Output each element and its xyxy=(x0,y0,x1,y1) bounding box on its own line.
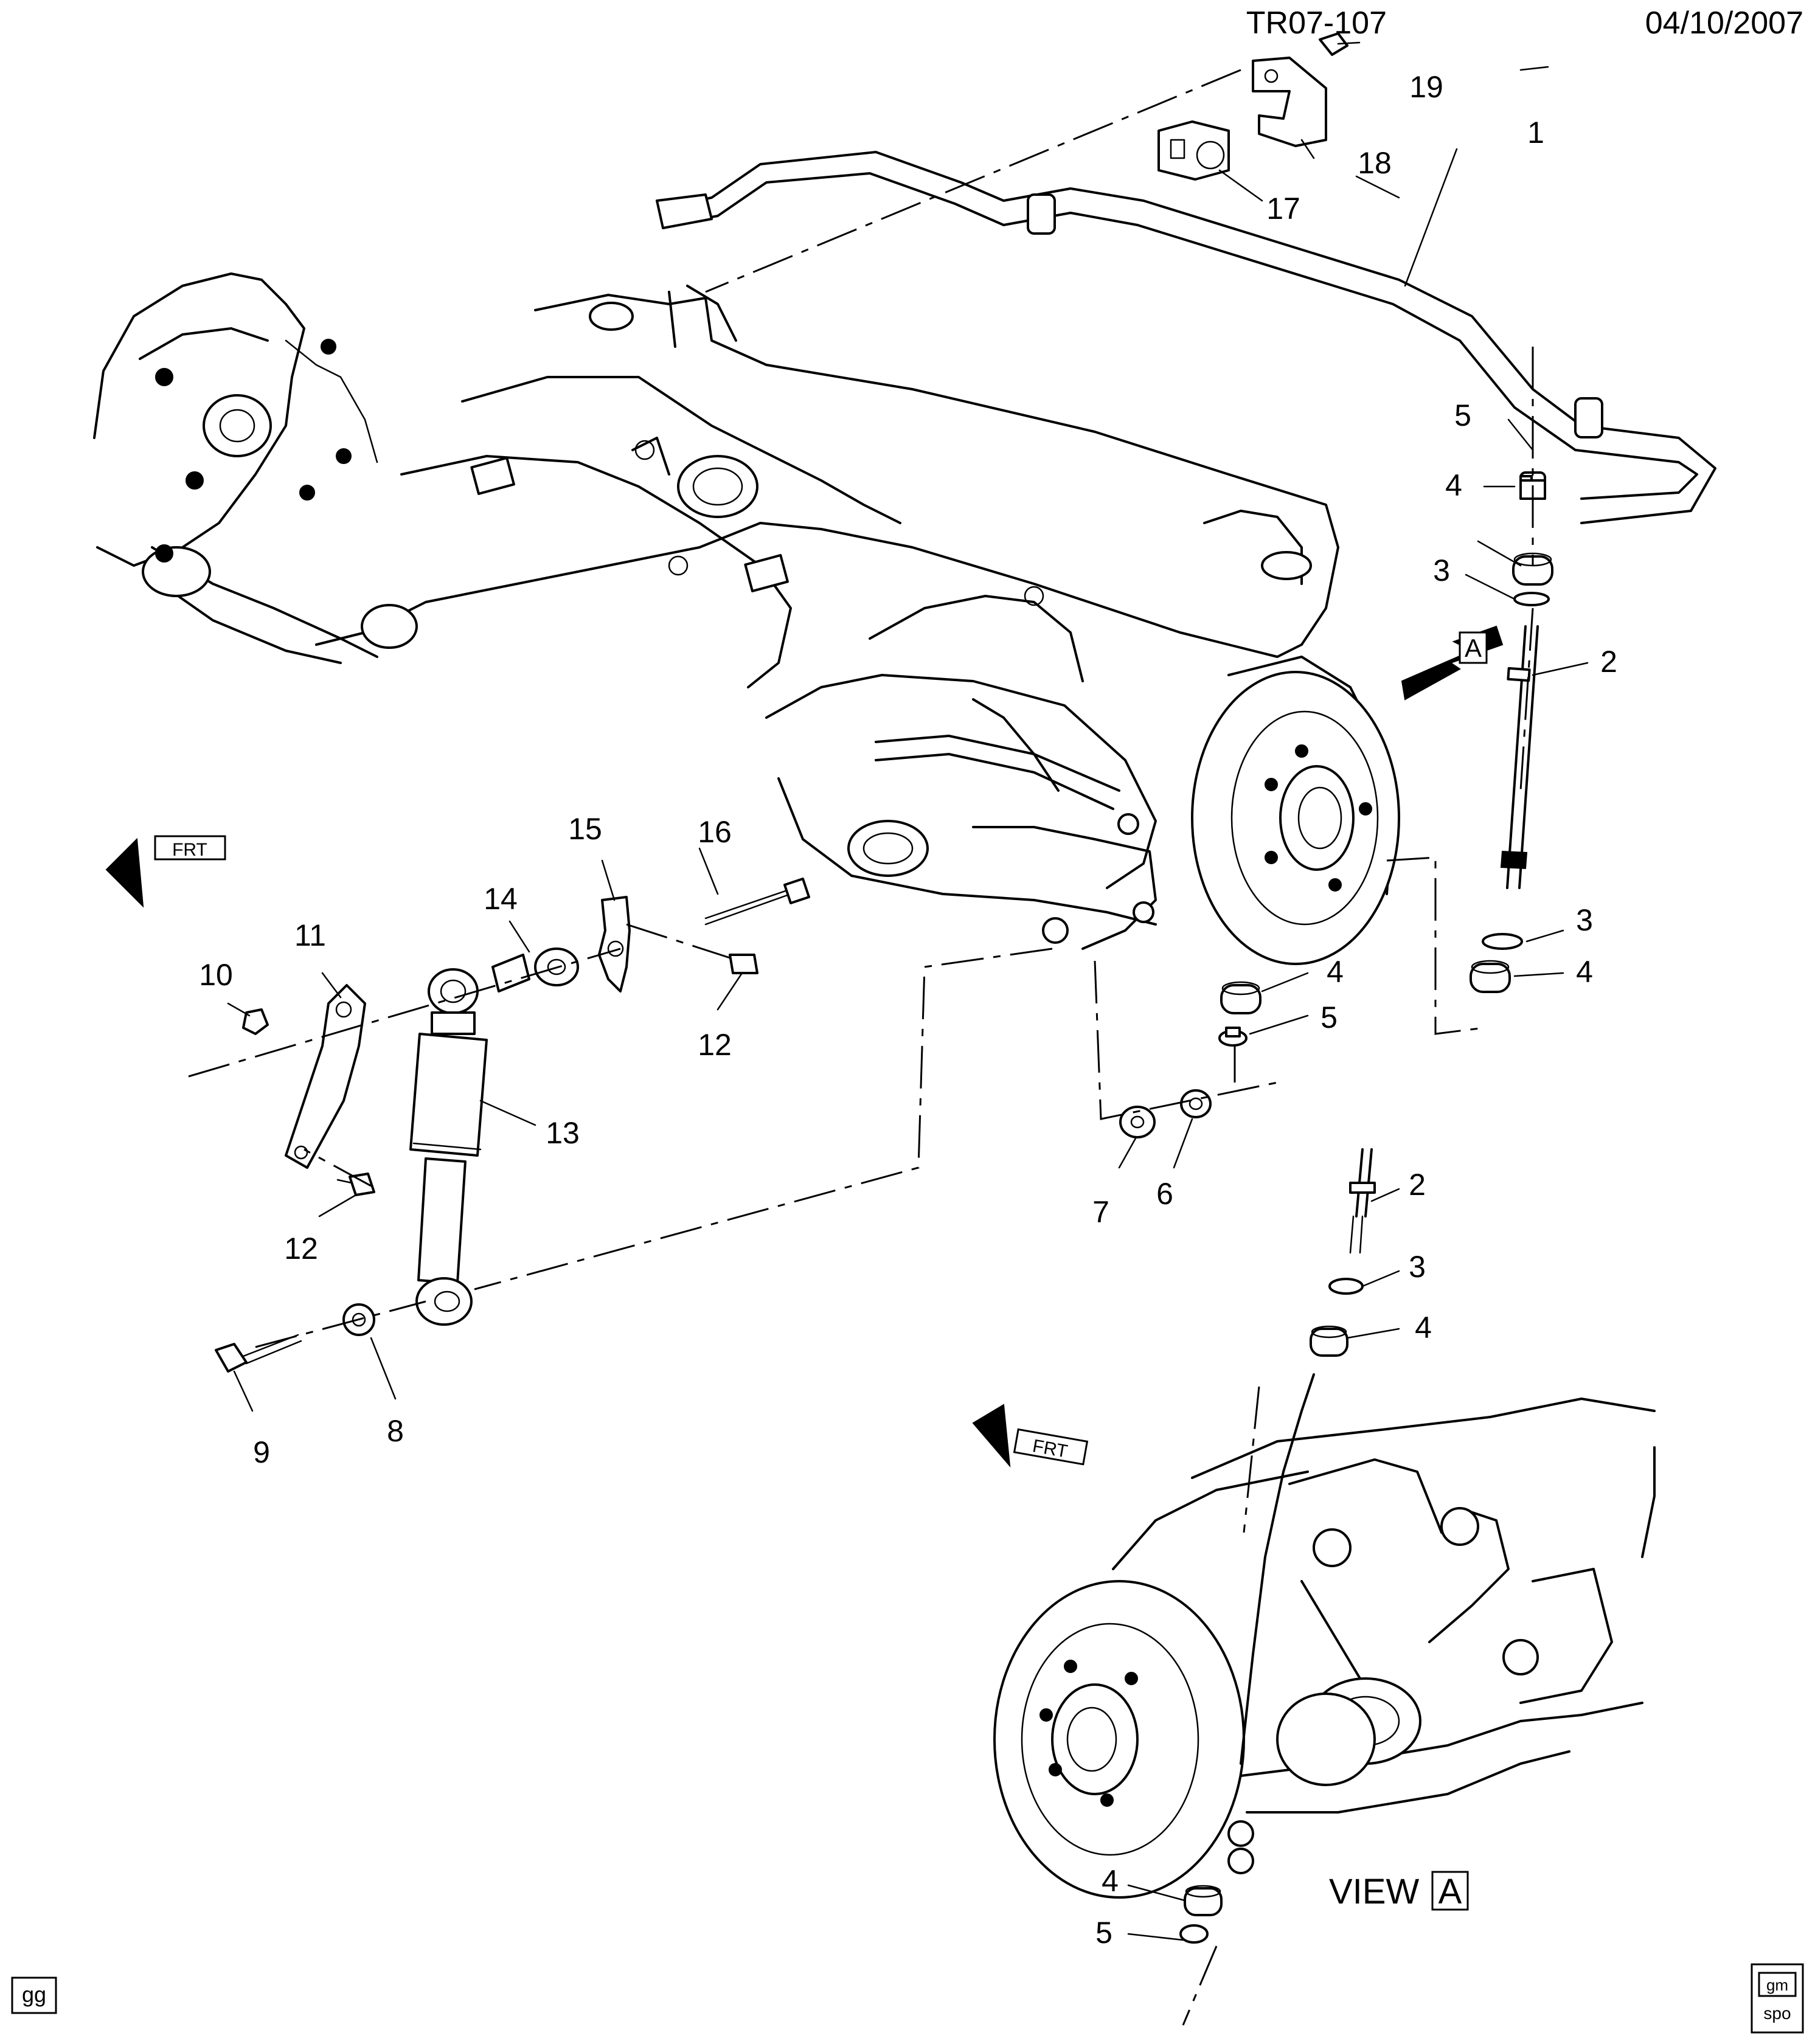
view-a-inset xyxy=(993,1373,1656,1899)
drawing-id: TR07-107 xyxy=(1246,5,1387,41)
callout-3-middle: 3 xyxy=(1576,903,1593,937)
view-label-letter: A xyxy=(1438,1872,1462,1911)
front-arrow-upper-text: FRT xyxy=(172,840,207,860)
callout-16: 16 xyxy=(698,815,732,849)
left-knuckle-assembly xyxy=(93,272,418,664)
lower-bushing-stack-middle xyxy=(1218,981,1261,1047)
stabilizer-link-stack-inset xyxy=(1179,1148,1376,1944)
callout-12-lower: 12 xyxy=(284,1232,318,1266)
view-a-arrow-letter: A xyxy=(1465,634,1482,662)
stabilizer-bushing-17 xyxy=(1157,120,1230,181)
callout-15: 15 xyxy=(568,812,602,846)
logo-text-bottom: spo xyxy=(1763,2004,1791,2023)
shock-bracket-15 xyxy=(598,896,631,993)
callout-6: 6 xyxy=(1156,1177,1173,1211)
view-a-direction-arrow: A xyxy=(1401,625,1504,701)
bolt-12-lower xyxy=(336,1173,375,1196)
callout-9: 9 xyxy=(253,1435,270,1469)
callout-2-upper: 2 xyxy=(1600,645,1617,679)
callout-13: 13 xyxy=(546,1116,580,1150)
stabilizer-bar xyxy=(656,151,1716,524)
front-arrow-upper: FRT xyxy=(105,835,226,908)
callout-18: 18 xyxy=(1358,146,1392,180)
bolt-9 xyxy=(215,1334,302,1373)
callout-3-inset: 3 xyxy=(1409,1250,1426,1284)
view-a-label: VIEW A xyxy=(1329,1871,1469,1911)
front-arrow-lower: FRT xyxy=(972,1404,1089,1468)
callout-3-upper: 3 xyxy=(1433,553,1450,587)
shock-bushing-14 xyxy=(491,948,579,993)
callout-5-middle: 5 xyxy=(1320,1000,1338,1034)
washer-7 xyxy=(1119,1106,1156,1138)
view-label-text: VIEW xyxy=(1329,1872,1419,1911)
callout-2-inset: 2 xyxy=(1409,1168,1426,1202)
header: TR07-107 04/10/2007 xyxy=(1246,5,1803,41)
rear-trailing-arm xyxy=(875,735,1157,950)
callout-4-upper: 4 xyxy=(1445,468,1462,502)
shock-mount-bracket-11 xyxy=(285,984,366,1169)
callout-4-middle: 4 xyxy=(1327,955,1344,989)
callout-12-upper: 12 xyxy=(698,1028,732,1062)
drawing-date: 04/10/2007 xyxy=(1645,5,1803,41)
gm-spo-logo: gm spo xyxy=(1751,1963,1804,2034)
callout-5-upper: 5 xyxy=(1454,398,1471,432)
callout-labels: 1 19 18 17 5 4 3 2 3 4 4 5 7 6 16 15 14 … xyxy=(199,70,1617,1950)
callout-10: 10 xyxy=(199,958,233,992)
callout-5-inset: 5 xyxy=(1095,1916,1112,1950)
shock-absorber xyxy=(409,968,488,1326)
callout-14: 14 xyxy=(484,882,518,916)
bushing-clamp-18 xyxy=(1252,57,1327,147)
corner-code: gg xyxy=(11,1976,57,2014)
callout-leaders xyxy=(227,66,1589,1941)
nut-10 xyxy=(242,1008,269,1035)
callout-11: 11 xyxy=(294,918,326,952)
callout-8: 8 xyxy=(387,1414,404,1448)
callout-1: 1 xyxy=(1527,116,1544,150)
callout-17: 17 xyxy=(1266,192,1300,226)
assembly-leader-lines xyxy=(188,69,1534,2026)
callout-4-right: 4 xyxy=(1576,955,1593,989)
callout-4-inset-top: 4 xyxy=(1415,1311,1432,1345)
corner-code-text: gg xyxy=(22,1982,46,2007)
bolt-19 xyxy=(1319,32,1361,56)
logo-text-top: gm xyxy=(1766,1976,1788,1994)
right-brake-rotor xyxy=(1191,656,1400,965)
stabilizer-link-stack-upper xyxy=(1470,471,1553,993)
bolt-12-upper xyxy=(729,954,758,974)
callout-19: 19 xyxy=(1409,70,1443,104)
callout-7: 7 xyxy=(1092,1195,1109,1229)
callout-4-inset-bottom: 4 xyxy=(1102,1864,1119,1898)
nut-6 xyxy=(1180,1089,1212,1118)
rear-suspension-cradle xyxy=(315,285,1339,926)
bolt-16 xyxy=(704,878,810,926)
